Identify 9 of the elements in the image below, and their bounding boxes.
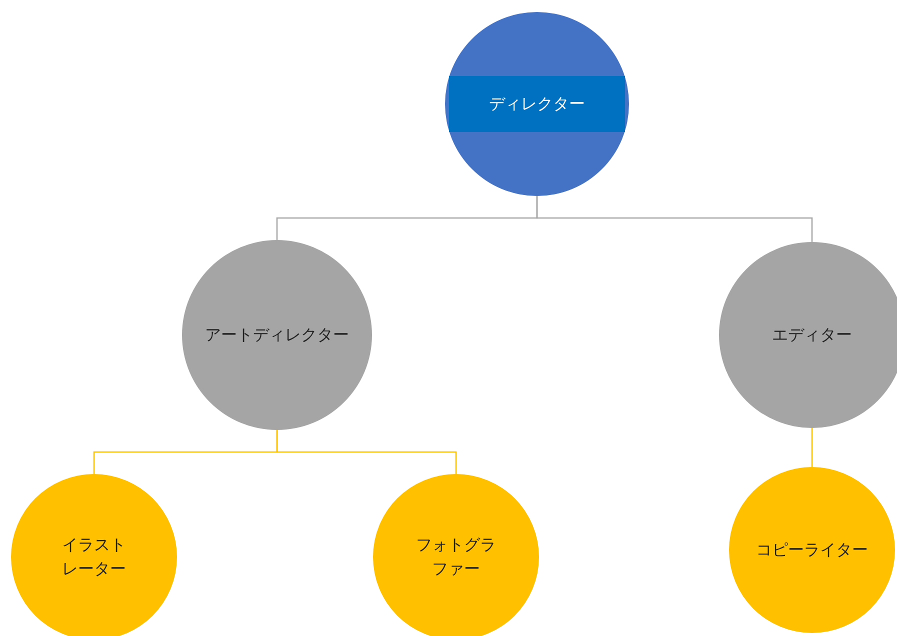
role-label: ディレクター	[489, 93, 585, 115]
role-label: イラストレーター	[62, 534, 126, 580]
role-label: フォトグラファー	[416, 534, 496, 580]
role-label: コピーライター	[756, 539, 868, 561]
connector-line	[536, 196, 813, 242]
connector-line	[276, 430, 457, 474]
connector-line	[811, 428, 813, 467]
role-label: アートディレクター	[205, 324, 349, 346]
role-label: エディター	[772, 324, 852, 346]
